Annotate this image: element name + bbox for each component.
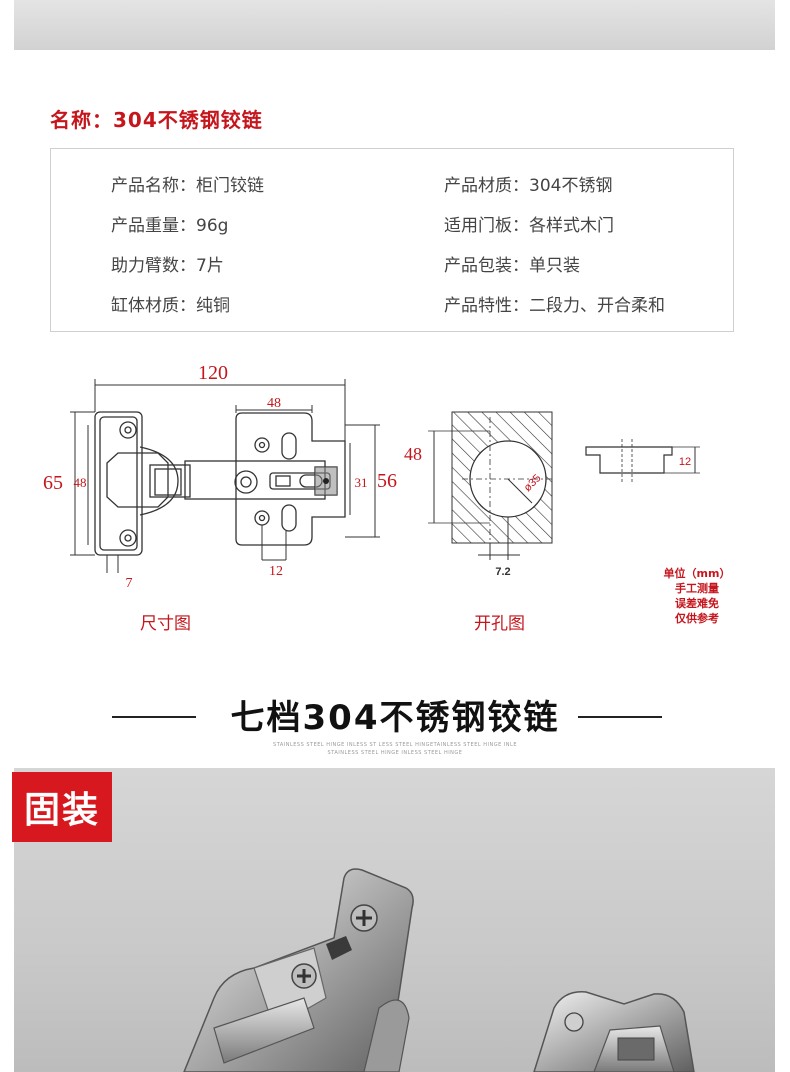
hinge-diagram-svg: 120 48 65 48 56 31 7 12 48 ø35 7.2 <box>43 362 700 591</box>
spec-value: 纯铜 <box>196 296 230 316</box>
section-heading: 七档304不锈钢铰链 STAINLESS STEEL HINGE INLESS … <box>0 690 790 760</box>
spec-value: 单只装 <box>529 256 580 276</box>
spec-table: 产品名称：柜门铰链 产品材质：304不锈钢 产品重量：96g 适用门板：各样式木… <box>50 148 734 332</box>
unit-note: 单位（mm） 手工测量 误差难免 仅供参考 <box>660 566 734 626</box>
hole-diagram-caption: 开孔图 <box>474 614 525 634</box>
cup-section <box>585 439 700 483</box>
spec-item: 产品特性：二段力、开合柔和 <box>444 291 665 316</box>
spec-item: 产品材质：304不锈钢 <box>444 171 612 196</box>
product-name-title: 名称：304不锈钢铰链 <box>50 108 263 132</box>
spec-item: 产品名称：柜门铰链 <box>111 171 264 196</box>
spec-item: 适用门板：各样式木门 <box>444 211 614 236</box>
dim-overall-width: 120 <box>198 362 228 384</box>
unit-note-line: 手工测量 <box>675 582 719 595</box>
spec-item: 缸体材质：纯铜 <box>111 291 230 316</box>
spec-value: 7片 <box>196 256 224 276</box>
dim-right-height: 56 <box>377 470 397 492</box>
dim-hole-offset: 7.2 <box>495 566 510 578</box>
spec-value: 304不锈钢 <box>529 176 613 196</box>
heading-rule-right <box>578 716 662 718</box>
unit-note-line: 仅供参考 <box>675 612 719 625</box>
spec-label: 适用门板： <box>444 216 529 236</box>
dimension-lines <box>70 379 380 573</box>
section-subtitle: STAINLESS STEEL HINGE INLESS ST LESS STE… <box>273 742 517 748</box>
section-title: 七档304不锈钢铰链 <box>230 698 560 738</box>
heading-rule-left <box>112 716 196 718</box>
product-photo <box>14 768 775 1072</box>
top-banner-image <box>14 0 775 50</box>
dim-cup-depth: 12 <box>679 456 691 468</box>
dim-offset-bottom: 12 <box>269 564 283 579</box>
spec-label: 产品重量： <box>111 216 196 236</box>
dim-hole-height: 48 <box>404 444 422 464</box>
spec-label: 产品材质： <box>444 176 529 196</box>
spec-item: 产品重量：96g <box>111 211 228 236</box>
spec-item: 产品包装：单只装 <box>444 251 580 276</box>
size-diagram-caption: 尺寸图 <box>140 614 191 634</box>
spec-value: 各样式木门 <box>529 216 614 236</box>
spec-label: 产品包装： <box>444 256 529 276</box>
mount-type-badge: 固装 <box>12 772 112 842</box>
section-subtitle: STAINLESS STEEL HINGE INLESS STEEL HINGE <box>327 750 463 756</box>
unit-note-line: 误差难免 <box>675 597 719 610</box>
dim-arm-height: 31 <box>355 475 368 490</box>
hinge-outline <box>94 411 346 556</box>
dim-inner-height: 48 <box>74 475 87 490</box>
spec-value: 96g <box>196 216 229 236</box>
dimension-drawings: 120 48 65 48 56 31 7 12 48 ø35 7.2 <box>0 355 790 645</box>
spec-value: 柜门铰链 <box>196 176 264 196</box>
spec-value: 二段力、开合柔和 <box>529 296 665 316</box>
dim-arm-width: 48 <box>267 396 281 411</box>
hole-diagram <box>428 411 553 560</box>
adjust-screw-dot <box>323 478 329 484</box>
spec-label: 产品名称： <box>111 176 196 196</box>
dim-overall-height: 65 <box>43 472 63 494</box>
spec-label: 产品特性： <box>444 296 529 316</box>
hinge-photo-illustration <box>183 868 695 1072</box>
spec-item: 助力臂数：7片 <box>111 251 224 276</box>
spec-label: 缸体材质： <box>111 296 196 316</box>
unit-note-line: 单位（mm） <box>663 567 731 580</box>
spec-label: 助力臂数： <box>111 256 196 276</box>
dim-offset-left: 7 <box>126 576 133 591</box>
